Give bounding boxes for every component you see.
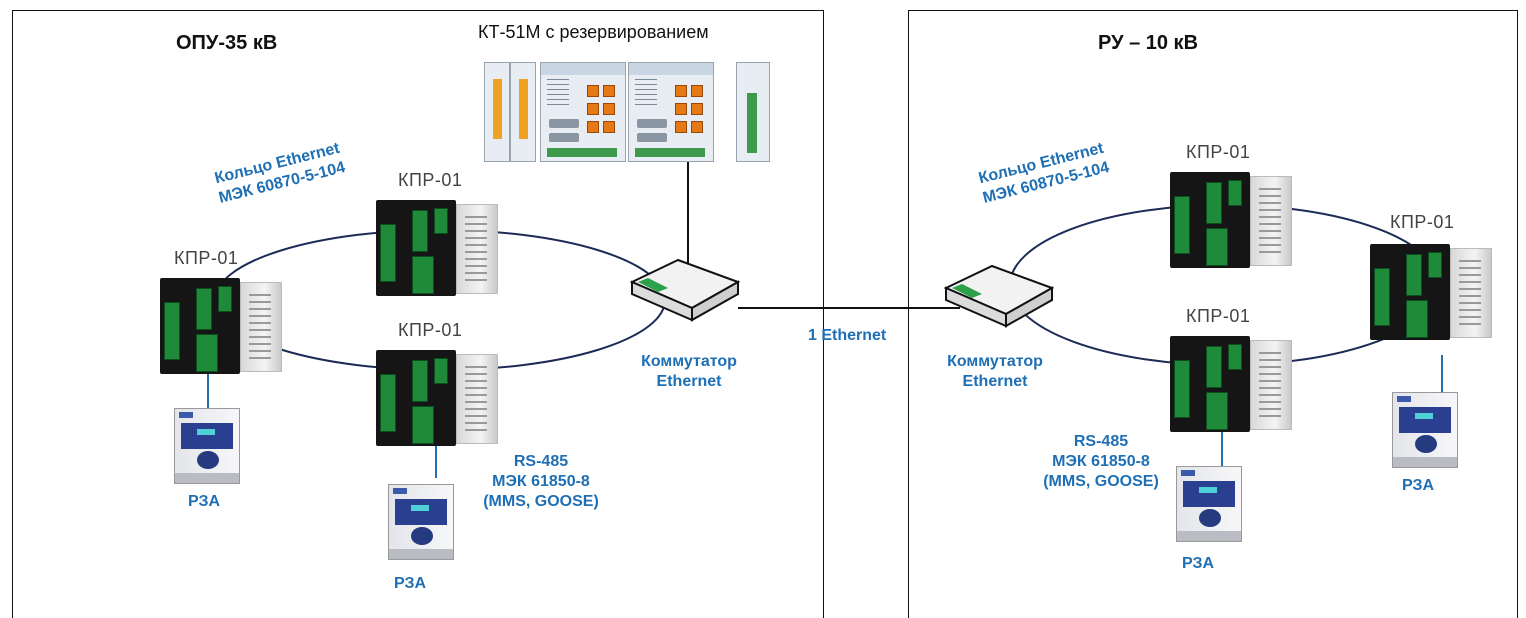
kpr-label-right-top: КПР-01 — [1186, 142, 1251, 162]
bus-label-line1: RS-485 — [1073, 433, 1129, 450]
bus-label-left: RS-485 МЭК 61850-8 (MMS, GOOSE) — [452, 452, 630, 512]
io-module — [736, 62, 770, 162]
bus-label-right: RS-485 МЭК 61850-8 (MMS, GOOSE) — [1012, 432, 1190, 492]
switch-label-line2: Ethernet — [656, 373, 722, 390]
kpr-label-right: КПР-01 — [1390, 212, 1455, 232]
ethernet-switch-right — [944, 264, 1054, 328]
rza-label-left-bottom: РЗА — [394, 575, 427, 592]
rza-label-right: РЗА — [1402, 477, 1435, 494]
power-module — [484, 62, 510, 162]
zone-ru-10kv — [908, 10, 1518, 618]
controller-kt51m — [478, 56, 776, 162]
kpr01-left-top — [376, 200, 498, 300]
cpu-module — [540, 62, 626, 162]
bus-label-line2: МЭК 61850-8 — [1052, 453, 1150, 470]
rza-relay-left — [174, 408, 240, 484]
kpr-label-left: КПР-01 — [174, 248, 239, 268]
controller-label: КТ-51М с резервированием — [478, 22, 709, 42]
kpr01-left-bottom — [376, 350, 498, 450]
rza-relay-left-bottom — [388, 484, 454, 560]
switch-label-line1: Коммутатор — [641, 353, 737, 370]
rza-label-left: РЗА — [188, 493, 221, 510]
rza-relay-right-bottom — [1176, 466, 1242, 542]
bus-label-line2: МЭК 61850-8 — [492, 473, 590, 490]
inter-switch-link-label: 1 Ethernet — [808, 327, 887, 344]
kpr01-right — [1370, 244, 1492, 344]
power-module — [510, 62, 536, 162]
kpr01-left — [160, 278, 282, 378]
ethernet-switch-left — [630, 258, 740, 322]
kpr01-right-bottom — [1170, 336, 1292, 436]
cpu-module — [628, 62, 714, 162]
zone-title-right: РУ – 10 кВ — [1098, 32, 1199, 54]
bus-label-line3: (MMS, GOOSE) — [1043, 473, 1159, 490]
kpr-label-left-top: КПР-01 — [398, 170, 463, 190]
kpr-label-right-bottom: КПР-01 — [1186, 306, 1251, 326]
rza-relay-right — [1392, 392, 1458, 468]
bus-label-line1: RS-485 — [513, 453, 569, 470]
switch-label-line1: Коммутатор — [947, 353, 1043, 370]
switch-label-line2: Ethernet — [962, 373, 1028, 390]
kpr01-right-top — [1170, 172, 1292, 272]
rza-label-right-bottom: РЗА — [1182, 555, 1215, 572]
switch-label-right: Коммутатор Ethernet — [930, 352, 1060, 392]
zone-title-left: ОПУ-35 кВ — [176, 32, 278, 54]
kpr-label-left-bottom: КПР-01 — [398, 320, 463, 340]
switch-label-left: Коммутатор Ethernet — [624, 352, 754, 392]
bus-label-line3: (MMS, GOOSE) — [483, 493, 599, 510]
zone-opu-35kv — [12, 10, 824, 618]
